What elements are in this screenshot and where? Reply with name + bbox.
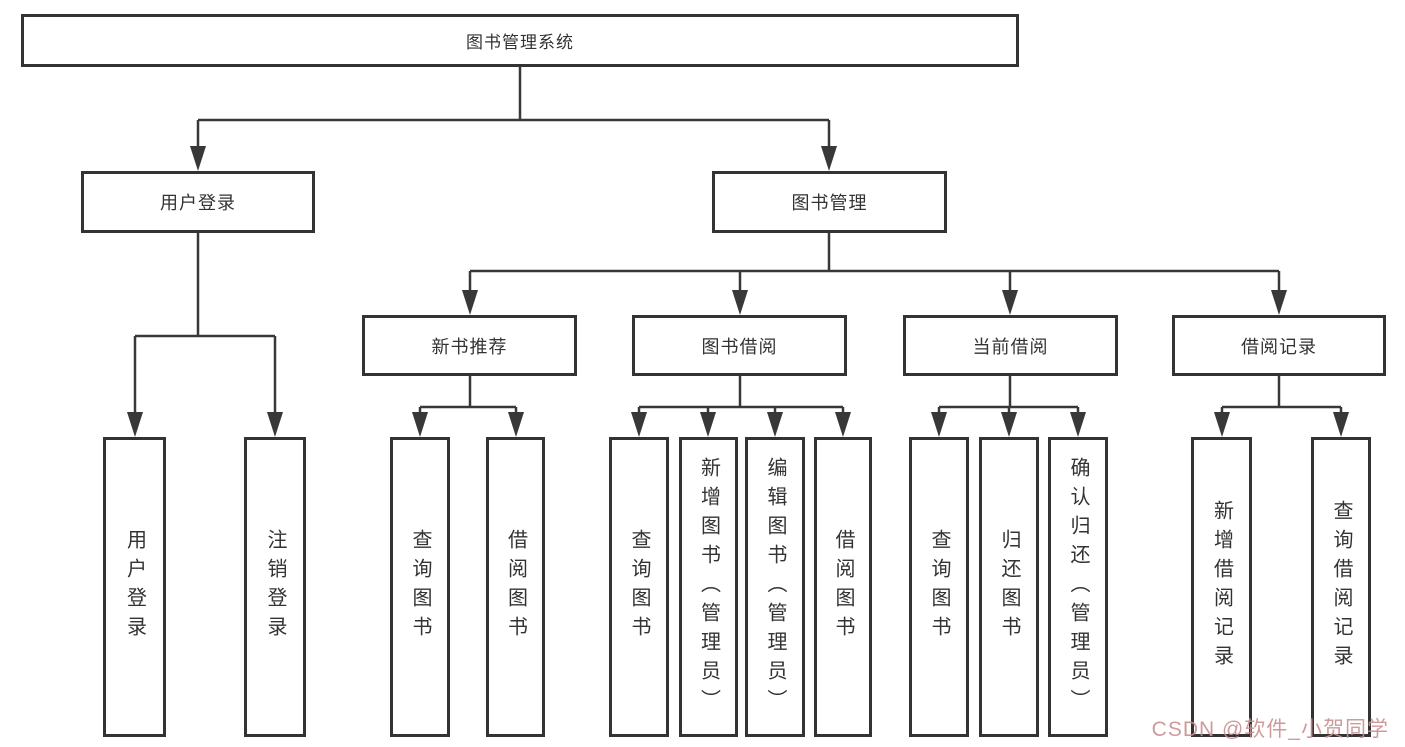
- node-new-book-recommend: 新书推荐: [362, 315, 577, 376]
- node-leaf-add-books-admin: 新增图书（管理员）: [679, 437, 738, 737]
- arrowhead: [1271, 290, 1287, 315]
- arrowhead: [462, 290, 478, 315]
- node-book-management: 图书管理: [712, 171, 947, 233]
- arrowhead: [835, 412, 851, 437]
- node-leaf-query-books-3: 查询图书: [909, 437, 969, 737]
- node-leaf-query-books-1: 查询图书: [390, 437, 450, 737]
- node-leaf-borrow-books-1: 借阅图书: [486, 437, 545, 737]
- node-leaf-edit-books-admin: 编辑图书（管理员）: [745, 437, 805, 737]
- node-leaf-query-borrow-record: 查询借阅记录: [1311, 437, 1371, 737]
- arrowhead: [821, 146, 837, 171]
- connector-root-to-level2: [196, 67, 831, 153]
- arrowhead: [190, 146, 206, 171]
- node-leaf-return-books: 归还图书: [979, 437, 1039, 737]
- node-leaf-logout: 注销登录: [244, 437, 306, 737]
- arrowhead: [127, 412, 143, 437]
- node-user-login: 用户登录: [81, 171, 315, 233]
- arrowhead: [1002, 290, 1018, 315]
- node-leaf-user-login: 用户登录: [103, 437, 166, 737]
- node-leaf-borrow-books-2: 借阅图书: [814, 437, 872, 737]
- connector-newbook-to-leaves: [418, 376, 518, 419]
- arrowhead: [1070, 412, 1086, 437]
- arrowhead: [732, 290, 748, 315]
- node-leaf-confirm-return-admin: 确认归还（管理员）: [1048, 437, 1108, 737]
- connector-records-to-leaves: [1220, 376, 1343, 419]
- arrowhead: [412, 412, 428, 437]
- node-borrow-records: 借阅记录: [1172, 315, 1386, 376]
- arrowhead: [767, 412, 783, 437]
- node-book-borrowing: 图书借阅: [632, 315, 847, 376]
- node-current-borrowing: 当前借阅: [903, 315, 1118, 376]
- connector-bookmgmt-to-level3: [468, 233, 1281, 297]
- node-leaf-query-books-2: 查询图书: [609, 437, 669, 737]
- arrowhead: [1333, 412, 1349, 437]
- connector-userlogin-to-leaves: [133, 233, 277, 419]
- connector-borrow-to-leaves: [637, 376, 845, 419]
- csdn-watermark: CSDN @软件_小贺同学: [1151, 718, 1389, 741]
- arrowhead: [1001, 412, 1017, 437]
- arrowhead: [700, 412, 716, 437]
- arrowhead: [631, 412, 647, 437]
- node-root-system: 图书管理系统: [21, 14, 1019, 67]
- node-leaf-add-borrow-record: 新增借阅记录: [1191, 437, 1252, 737]
- arrowhead: [267, 412, 283, 437]
- arrowhead: [1214, 412, 1230, 437]
- arrowhead: [508, 412, 524, 437]
- arrowhead: [931, 412, 947, 437]
